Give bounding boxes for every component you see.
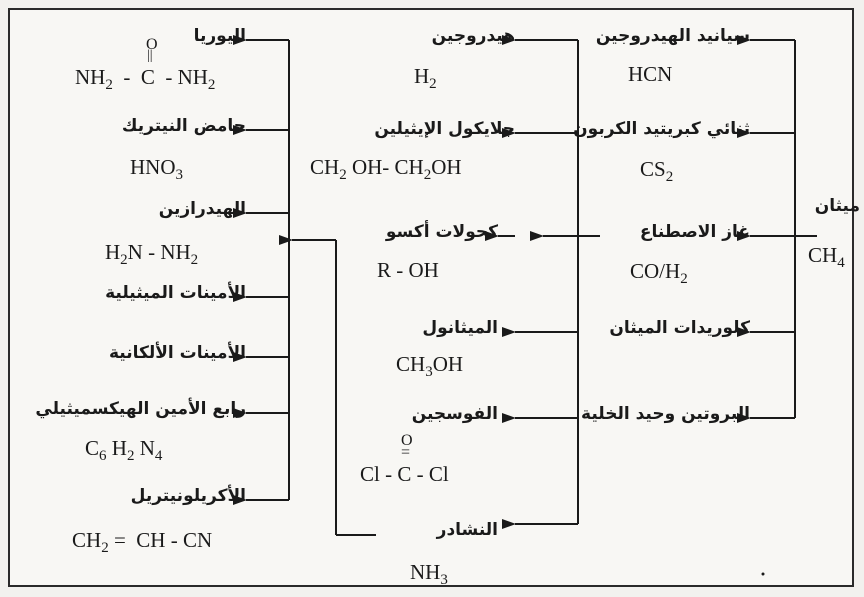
node-chloromethanes-name: كلوريدات الميثان (609, 318, 750, 338)
node-oxo-alcohols-name: كحولات أكسو (385, 222, 498, 242)
node-urea-oxygen: O (146, 36, 158, 53)
stray-dot (761, 572, 765, 576)
node-methylamines-name: الأمينات الميثيلية (105, 283, 246, 303)
node-hydrazine-name: الهيدرازين (158, 199, 246, 219)
node-hexamine-formula: C6 H2 N4 (85, 436, 163, 465)
node-syngas-formula: CO/H2 (630, 259, 688, 288)
node-syngas-name: غاز الاصطناع (639, 222, 750, 242)
node-hexamine-name: رابع الأمين الهيكسميثيلي (35, 399, 246, 419)
node-urea-formula: NH2 - C - NH2 (75, 65, 216, 94)
node-ammonia-name: النشادر (436, 520, 498, 540)
node-hydrogen-formula: H2 (414, 64, 437, 93)
node-methanol-name: الميثانول (422, 318, 498, 338)
node-acrylonitrile-formula: CH2 = CH - CN (72, 528, 213, 557)
node-scp-name: البروتين وحيد الخلية (581, 404, 750, 424)
node-phosgene-name: الفوسجين (411, 404, 498, 424)
node-methane-name: ميثان (814, 196, 860, 216)
node-glycol-name: جلايكول الإيثيلين (374, 119, 515, 139)
node-hydrazine-formula: H2N - NH2 (105, 240, 199, 269)
node-phosgene-oxygen: O (401, 432, 413, 449)
node-methane-formula: CH4 (808, 243, 845, 272)
node-nitric-formula: HNO3 (130, 155, 183, 184)
node-ammonia-formula: NH3 (410, 560, 448, 589)
node-nitric-name: حامض النيتريك (121, 116, 246, 136)
node-urea-name: اليوريا (193, 26, 246, 46)
node-urea-double-bond: || (147, 48, 153, 63)
node-glycol-formula: CH2 OH- CH2OH (310, 155, 462, 184)
node-hcn-formula: HCN (628, 62, 673, 86)
node-phosgene-double-bond: = (401, 444, 411, 461)
node-cs2-formula: CS2 (640, 157, 674, 186)
node-acrylonitrile-name: الأكريلونيتريل (130, 486, 246, 506)
node-phosgene-formula: Cl - C - Cl (360, 462, 449, 486)
node-hcn-name: سيانيد الهيدروجين (595, 26, 750, 46)
node-hydrogen-name: هيدروجين (431, 26, 515, 46)
node-oxo-alcohols-formula: R - OH (377, 258, 439, 282)
node-methanol-formula: CH3OH (396, 352, 464, 381)
node-cs2-name: ثنائي كبريتيد الكربون (573, 119, 750, 139)
node-alkanolamines-name: الأمينات الألكانية (108, 343, 246, 363)
diagram-frame (8, 8, 854, 587)
